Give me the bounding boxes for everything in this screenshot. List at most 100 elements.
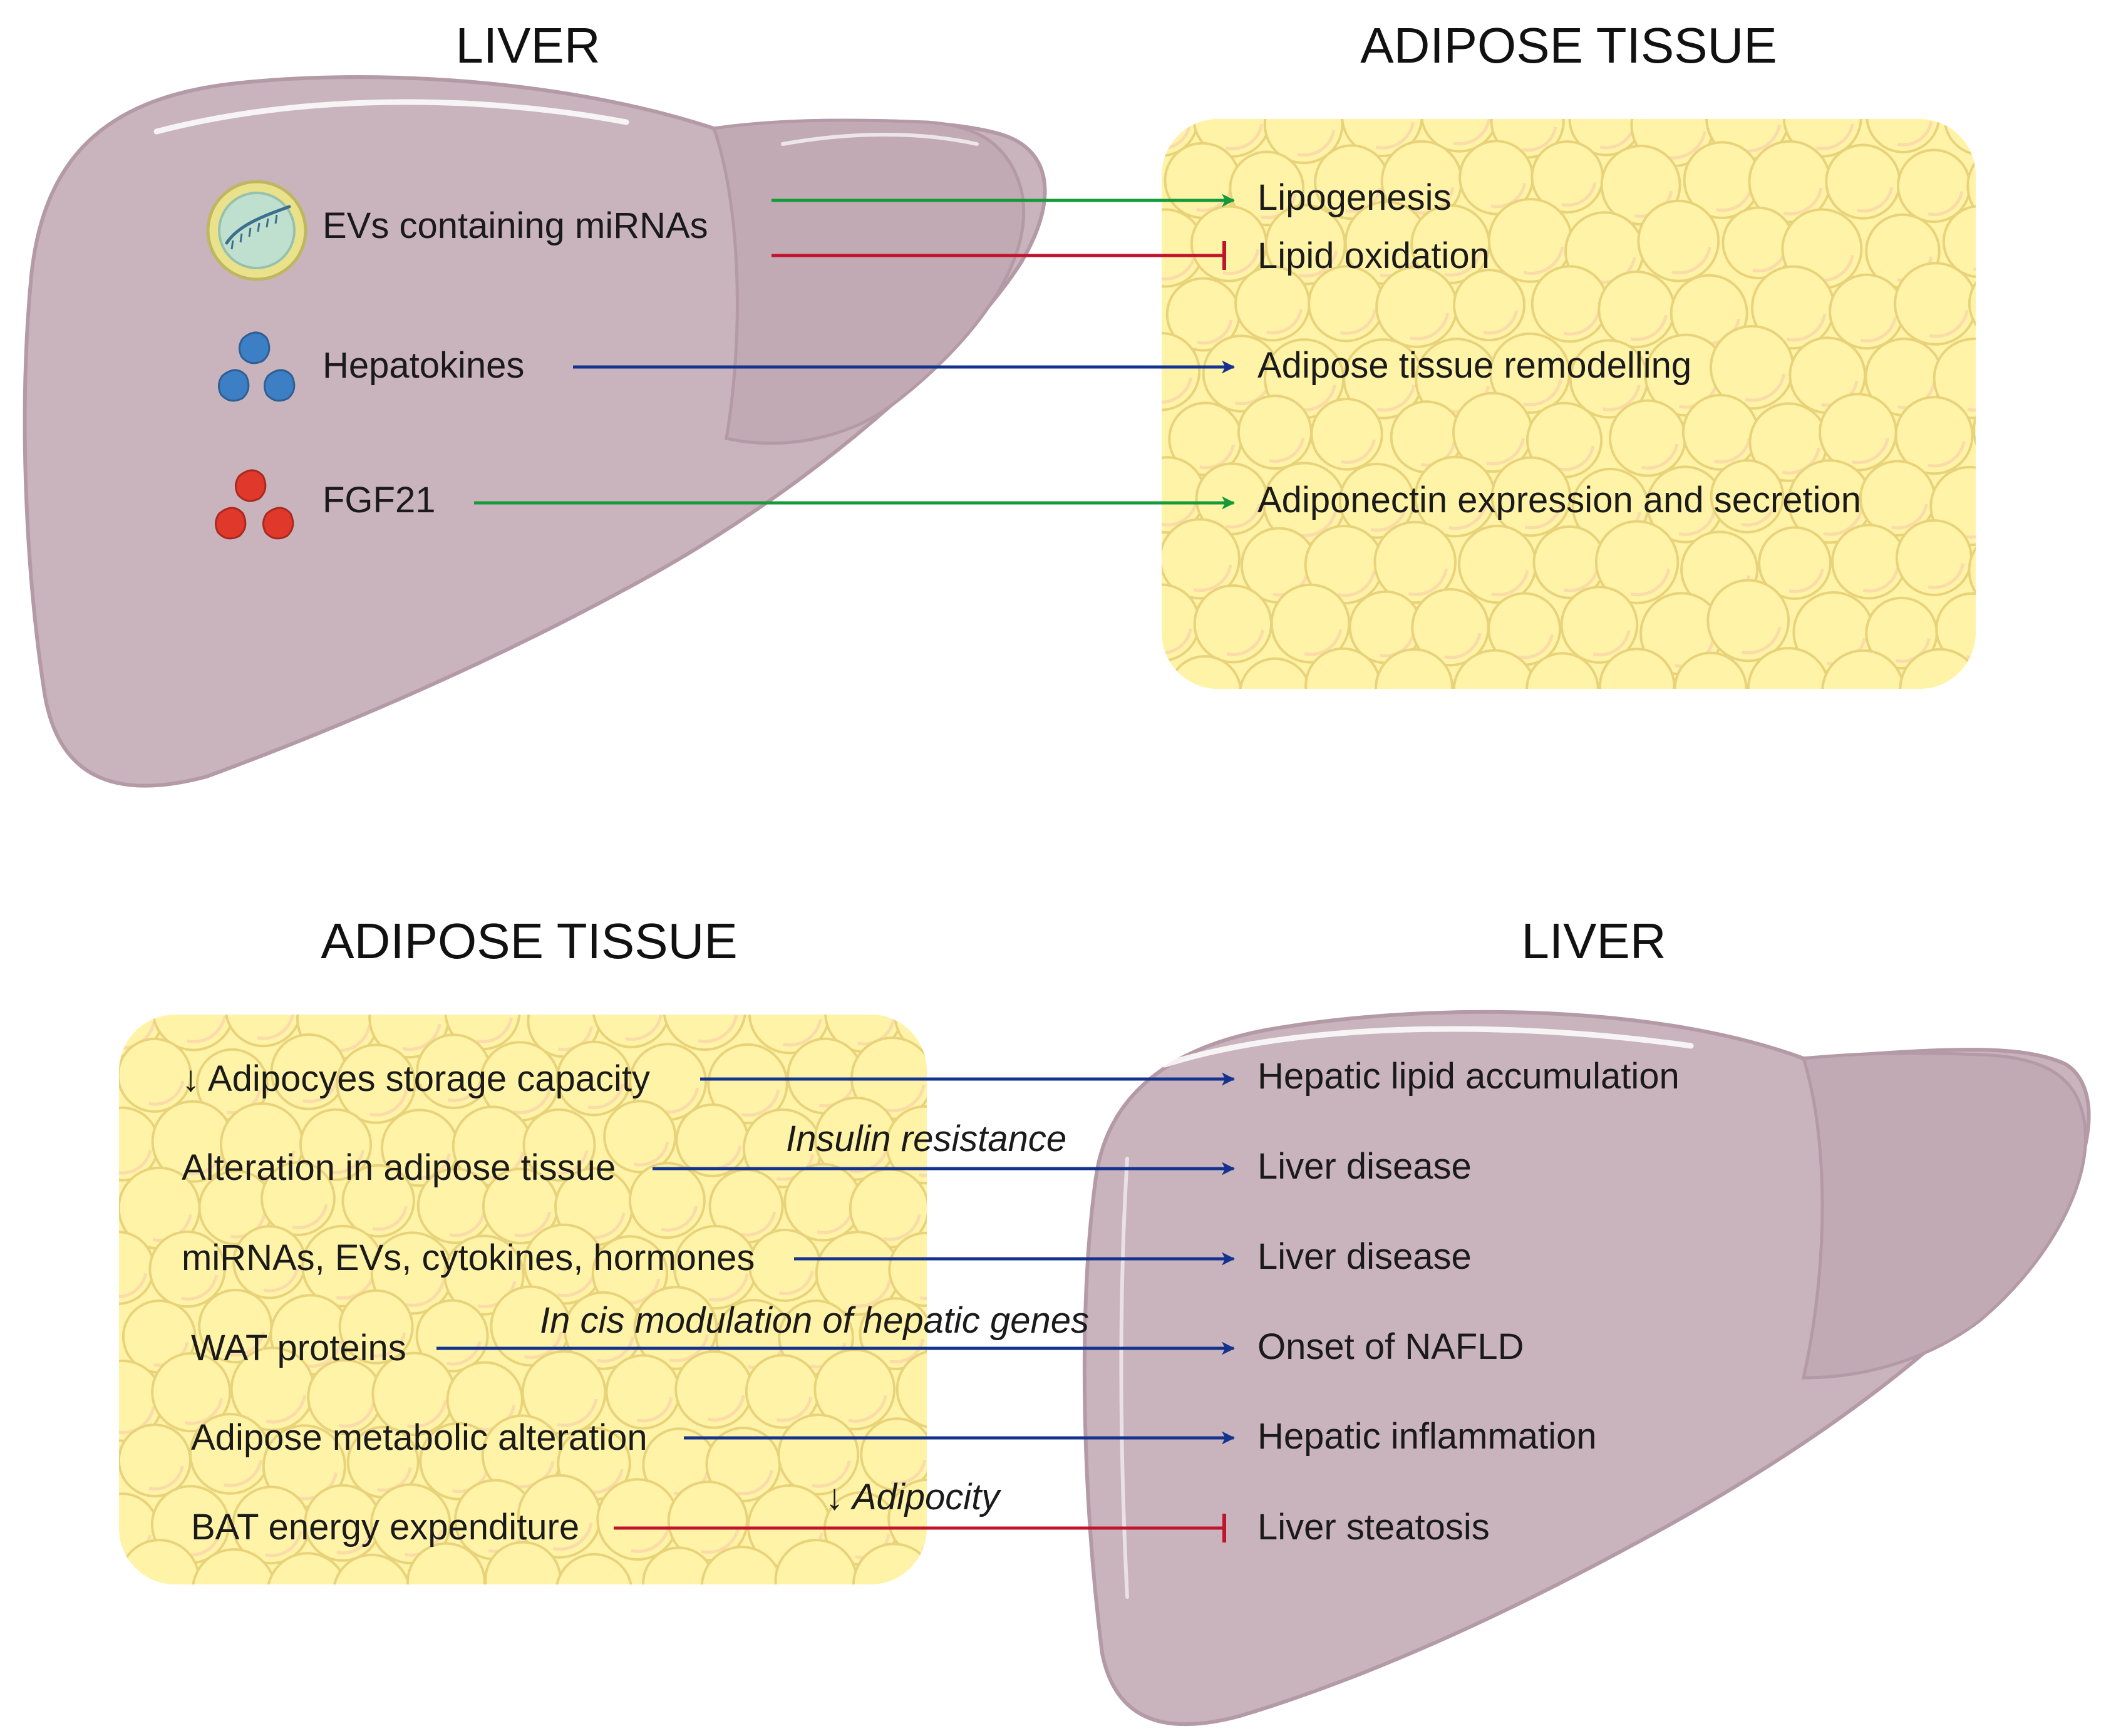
fat-cell: [1968, 266, 1976, 341]
fat-cell-shading: [1522, 753, 1558, 778]
fat-cell-shading: [339, 1402, 376, 1428]
effect-lipogenesis-label: Lipogenesis: [1257, 177, 1452, 218]
note-adipocity: ↓ Adipocity: [825, 1477, 1001, 1517]
fat-cell-shading: [153, 1586, 190, 1611]
fat-cell-shading: [476, 1017, 513, 1043]
fat-cell-shading: [2036, 245, 2073, 270]
source-fgf21-label: FGF21: [323, 480, 436, 520]
fat-cell: [2013, 589, 2087, 663]
fat-cell-shading: [1491, 569, 1529, 597]
fat-cell-shading: [701, 1526, 740, 1554]
fat-cell-shading: [1222, 249, 1260, 276]
fat-cell: [826, 1613, 899, 1685]
note-in-cis-modulation: In cis modulation of hepatic genes: [540, 1300, 1089, 1341]
fat-cell-shading: [1408, 568, 1448, 596]
fat-cell-shading: [810, 1587, 848, 1613]
fat-cell-shading: [637, 1397, 673, 1423]
fat-cell-shading: [1861, 317, 1897, 343]
fat-cell-shading: [1308, 763, 1341, 786]
source-mirnas-evs-label: miRNAs, EVs, cytokines, hormones: [182, 1237, 755, 1278]
fat-cell: [1933, 338, 1976, 420]
fat-cell-shading: [783, 1019, 822, 1047]
fat-cell: [1310, 398, 1383, 471]
fat-cell-shading: [1934, 695, 1971, 721]
fat-cell-shading: [1557, 695, 1590, 718]
fat-cell-shading: [736, 1593, 773, 1619]
fat-cell: [596, 1478, 679, 1561]
fat-cell-shading: [1518, 634, 1554, 659]
fat-cell: [261, 1161, 336, 1236]
fat-cell-shading: [184, 1398, 224, 1425]
fat-cell-shading: [1630, 568, 1671, 597]
fat-cell: [151, 1352, 232, 1433]
fat-cell: [446, 1609, 526, 1689]
fat-cell-shading: [558, 1655, 594, 1680]
fat-cell: [1525, 652, 1599, 689]
fat-cell: [1708, 721, 1784, 797]
fat-cell: [1747, 647, 1830, 689]
fat-cell-shading: [446, 1341, 482, 1366]
fat-cell: [888, 1231, 927, 1308]
fat-cell: [1373, 520, 1457, 604]
vesicle-icon: [206, 180, 307, 281]
fat-cell-shading: [588, 1598, 624, 1623]
fat-cell-shading: [301, 1599, 338, 1625]
fat-cell: [1237, 395, 1313, 470]
top-adipose-heading: ADIPOSE TISSUE: [1360, 18, 1777, 73]
fat-cell: [1490, 456, 1572, 537]
fat-cell: [224, 1015, 302, 1048]
fat-cell: [1458, 524, 1537, 604]
fat-cell-shading: [2077, 309, 2111, 334]
fat-cell: [370, 1483, 452, 1564]
fat-cell-shading: [119, 1273, 148, 1298]
fat-cell: [1229, 150, 1305, 227]
fat-cell: [1794, 723, 1866, 794]
fat-cell-shading: [366, 1599, 401, 1623]
fat-cell-shading: [1339, 309, 1377, 335]
fat-cell: [119, 1037, 192, 1113]
fat-cell-shading: [1564, 567, 1599, 592]
fat-cell-shading: [1523, 246, 1564, 276]
fat-cell: [1706, 579, 1790, 663]
fat-cell: [1162, 331, 1201, 411]
fat-cell-shading: [148, 1080, 185, 1106]
top-liver-heading: LIVER: [455, 18, 600, 73]
fat-cell-shading: [1341, 439, 1376, 464]
fat-cell: [1490, 710, 1566, 785]
fat-cell: [1972, 393, 1976, 467]
fat-cell-shading: [1197, 319, 1233, 345]
fat-cell-shading: [1973, 246, 1976, 272]
fat-cell: [2050, 398, 2111, 475]
fat-cell: [675, 1103, 750, 1177]
fat-cell-shading: [405, 1279, 445, 1307]
fat-cell: [1308, 265, 1385, 343]
fat-cell: [1573, 717, 1644, 788]
fat-cell: [332, 1553, 411, 1584]
fat-cell-shading: [1788, 568, 1824, 593]
fat-cell: [673, 1609, 749, 1686]
fat-cell: [1234, 265, 1311, 342]
fat-cell: [777, 1413, 860, 1496]
effect-remodelling-label: Adipose tissue remodelling: [1257, 345, 1691, 386]
fat-cell-shading: [1444, 633, 1482, 659]
fat-cell: [1609, 399, 1686, 477]
fat-cell-shading: [772, 1650, 808, 1674]
fat-cell-shading: [1483, 310, 1519, 335]
fat-cell-shading: [406, 1400, 448, 1429]
fat-cell-shading: [597, 1336, 635, 1363]
fat-cell: [1968, 529, 1976, 612]
fat-cell-shading: [1162, 500, 1199, 527]
fat-cell-shading: [264, 1531, 302, 1558]
fat-cell-shading: [1603, 385, 1641, 411]
fat-cell: [1489, 332, 1571, 414]
fat-cell-shading: [372, 1206, 408, 1231]
inhibit-evs-lipid-oxidation: [772, 241, 1226, 270]
source-storage-capacity-label: ↓ Adipocyes storage capacity: [182, 1058, 650, 1099]
fat-cell-shading: [1297, 130, 1336, 157]
fat-cell-shading: [2002, 192, 2040, 218]
fat-cell-shading: [1561, 182, 1597, 207]
fat-cell: [1598, 648, 1676, 689]
fat-cell-shading: [1489, 698, 1527, 724]
fat-cell-shading: [708, 1273, 750, 1302]
fat-cell: [299, 1108, 373, 1181]
